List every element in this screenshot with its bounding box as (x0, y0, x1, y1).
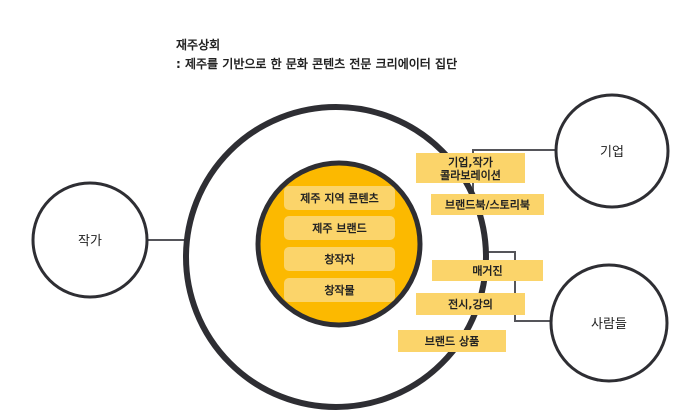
outer-items: 기업,작가 콜라보레이션 브랜드북/스토리북 매거진 전시,강의 브랜드 상품 (398, 153, 544, 352)
node-people: 사람들 (549, 263, 669, 383)
outer-item-label: 콜라보레이션 (440, 168, 501, 182)
core-item-bg (284, 216, 395, 240)
node-company: 기업 (554, 93, 670, 209)
outer-item-bg (416, 293, 525, 315)
core-item: 제주 지역 콘텐츠 (284, 186, 395, 210)
core-item-label: 제주 지역 콘텐츠 (300, 191, 379, 205)
outer-item-label: 브랜드북/스토리북 (445, 198, 530, 212)
node-artist-label: 작가 (78, 234, 102, 249)
outer-item-label: 기업,작가 (448, 155, 493, 169)
outer-item: 매거진 (432, 260, 543, 281)
core-item-label: 창작물 (324, 283, 354, 297)
outer-item: 전시,강의 (416, 293, 525, 315)
outer-item-bg (431, 194, 544, 215)
diagram-title: 재주상회 (176, 38, 221, 52)
core-item-label: 제주 브랜드 (312, 221, 366, 235)
core-item-bg (284, 186, 395, 210)
outer-item-bg (416, 153, 525, 183)
outer-item-bg (432, 260, 543, 281)
core-item: 제주 브랜드 (284, 216, 395, 240)
core-item: 창작물 (284, 278, 395, 302)
outer-item: 브랜드 상품 (398, 330, 506, 352)
diagram-subtitle: : 제주를 기반으로 한 문화 콘텐츠 전문 크리에이터 집단 (176, 57, 458, 71)
node-people-label: 사람들 (591, 317, 627, 332)
outer-item: 기업,작가 콜라보레이션 (416, 153, 525, 183)
outer-item-label: 매거진 (472, 264, 502, 278)
core-item: 창작자 (284, 247, 395, 271)
diagram-title-block: 재주상회 : 제주를 기반으로 한 문화 콘텐츠 전문 크리에이터 집단 (176, 36, 457, 74)
core-items: 제주 지역 콘텐츠 제주 브랜드 창작자 창작물 (284, 186, 395, 302)
core-item-bg (284, 278, 395, 302)
outer-item-label: 브랜드 상품 (425, 334, 479, 348)
node-artist-circle (31, 181, 149, 299)
node-company-circle (554, 93, 670, 209)
node-artist: 작가 (31, 181, 149, 299)
outer-item-bg (398, 330, 506, 352)
outer-item-label: 전시,강의 (448, 297, 493, 311)
outer-item: 브랜드북/스토리북 (431, 194, 544, 215)
node-company-label: 기업 (600, 145, 624, 160)
node-people-circle (549, 263, 669, 383)
core-item-label: 창작자 (324, 252, 355, 266)
core-item-bg (284, 247, 395, 271)
